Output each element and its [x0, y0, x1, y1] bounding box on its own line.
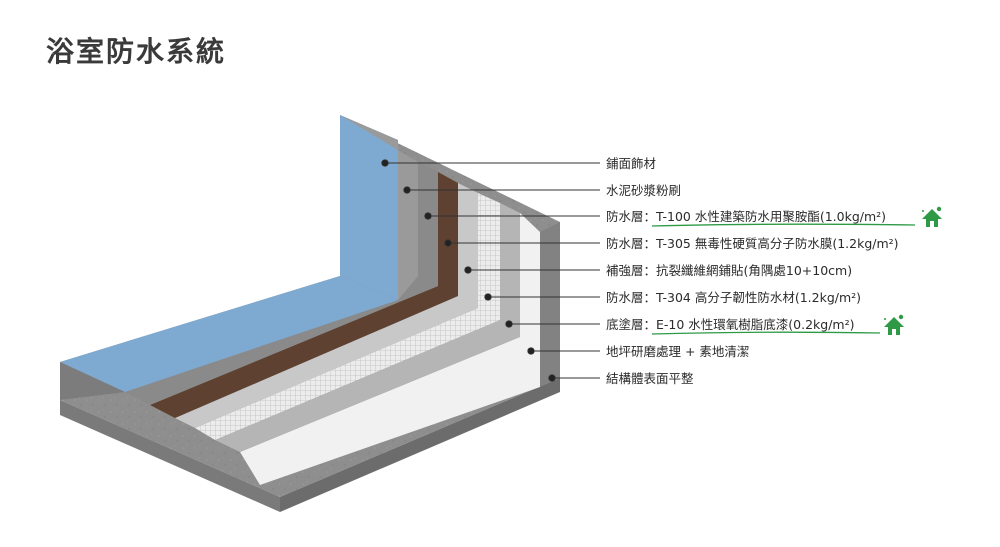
- layer-label: 防水層：T-100 水性建築防水用聚胺酯(1.0kg/m²): [606, 209, 886, 224]
- layer-labels: 鋪面飾材 水泥砂漿粉刷 防水層：T-100 水性建築防水用聚胺酯(1.0kg/m…: [606, 156, 899, 386]
- white-primer-layer: [240, 213, 540, 485]
- eco-underline: [651, 223, 916, 227]
- layer-label: 防水層：T-305 無毒性硬質高分子防水膜(1.2kg/m²): [606, 236, 899, 251]
- leader-lines: [381, 159, 600, 382]
- layer-label: 水泥砂漿粉刷: [606, 183, 681, 198]
- layer-label: 補強層：抗裂纖維網鋪貼(角隅處10+10cm): [606, 263, 852, 278]
- layer-label: 地坪研磨處理 + 素地清潔: [606, 344, 749, 359]
- layer-label: 底塗層：E-10 水性環氧樹脂底漆(0.2kg/m²): [606, 317, 855, 332]
- green-building-mark-icon: [883, 314, 905, 336]
- page-title: 浴室防水系統: [46, 35, 227, 68]
- mesh-reinforcement-layer: [195, 193, 500, 440]
- eco-underline: [651, 331, 881, 335]
- t100-brown-layer: [150, 172, 458, 418]
- layer-label: 結構體表面平整: [606, 371, 694, 386]
- green-building-mark-icon: [921, 206, 943, 228]
- wall-cap: [340, 115, 418, 300]
- floor-edge: [60, 362, 125, 400]
- layer-label: 鋪面飾材: [606, 156, 656, 171]
- tile-floor: [60, 276, 398, 392]
- layer-label: 防水層：T-304 高分子韌性防水材(1.2kg/m²): [606, 290, 861, 305]
